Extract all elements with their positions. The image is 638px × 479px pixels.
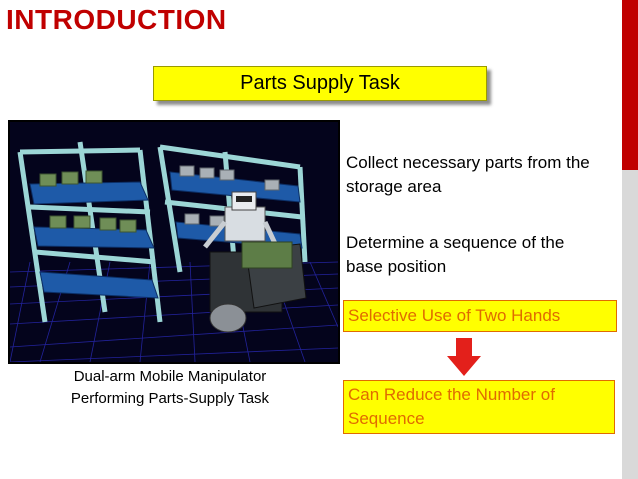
caption-line-1: Dual-arm Mobile Manipulator (73, 368, 267, 385)
caption-line-2: Performing Parts-Supply Task (70, 390, 270, 407)
point-collect-parts: Collect necessary parts from the storage… (346, 153, 590, 196)
highlight-reduce-sequence: Can Reduce the Number of Sequence (343, 380, 615, 434)
image-caption: Dual-arm Mobile Manipulator Performing P… (20, 366, 320, 410)
slide-title: INTRODUCTION (6, 4, 227, 35)
highlight-two-hands: Selective Use of Two Hands (343, 300, 617, 332)
down-arrow-icon (447, 338, 481, 376)
task-banner: Parts Supply Task (153, 66, 487, 101)
side-bar-accent (622, 0, 638, 170)
point-base-sequence: Determine a sequence of the base positio… (346, 233, 565, 276)
robot-simulation-image (8, 120, 340, 364)
slide-side-bar (622, 0, 638, 479)
